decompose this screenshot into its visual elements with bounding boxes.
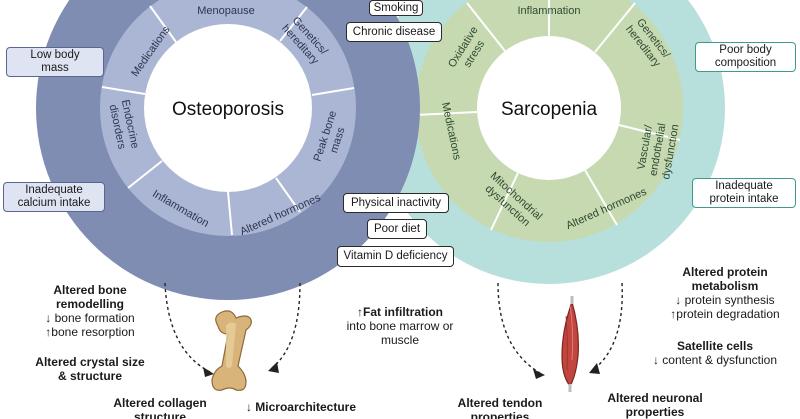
microarchitecture: ↓ Microarchitecture [245,400,357,414]
factor-vitamin-d: Vitamin D deficiency [337,246,454,267]
fat-infiltration: ↑Fat infiltration into bone marrow or mu… [346,305,454,347]
osteoporosis-center [144,24,312,192]
neuronal-properties: Altered neuronal properties [607,391,703,419]
sarcopenia-center [477,36,621,180]
factor-poor-diet: Poor diet [367,219,427,239]
arrow-right-muscle [592,282,623,371]
protein-metabolism: Altered protein metabolism ↓ protein syn… [670,265,780,321]
arrow-left-muscle [497,282,541,374]
factor-physical-inactivity: Physical inactivity [343,193,449,213]
arrow-right-bone [271,282,301,369]
sarco-segment-inflammation: Inflammation [518,5,581,17]
satellite-cells: Satellite cells ↓ content & dysfunction [652,339,778,367]
osteoporosis-title: Osteoporosis [172,99,284,120]
femur-illustration [211,310,252,391]
muscle-illustration [561,296,579,392]
osteo-segment-menopause: Menopause [197,5,255,17]
crystal-structure: Altered crystal size & structure [35,355,145,383]
dashed-arrows [164,282,623,374]
arrow-left-bone [164,282,211,373]
sarcopenia-segment-dividers [414,0,681,231]
sarcopenia-title: Sarcopenia [501,99,598,120]
factor-chronic-disease: Chronic disease [346,22,442,42]
factor-smoking: Smoking [369,0,423,16]
osteoporosis-segment-dividers [101,5,355,236]
tendon-properties: Altered tendon properties [457,396,543,419]
bone-remodelling: Altered bone remodelling ↓ bone formatio… [45,283,135,339]
collagen-structure: Altered collagen structure [113,396,207,419]
arrow-heads [203,362,600,379]
